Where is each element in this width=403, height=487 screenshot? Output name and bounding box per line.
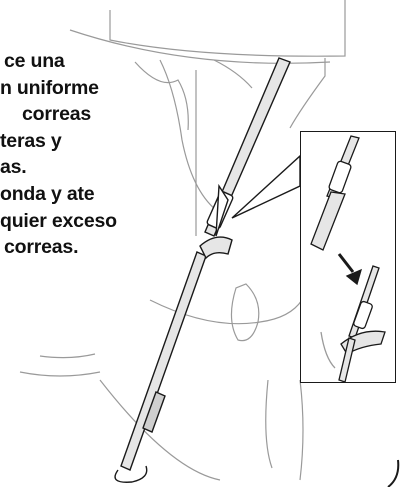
detail-buckle-lower xyxy=(353,300,373,330)
page-edge-curve xyxy=(387,459,400,487)
instruction-line: teras y xyxy=(0,129,62,152)
body-lower-right xyxy=(265,379,273,469)
buckle-lever xyxy=(215,183,229,237)
excess-strap-loop xyxy=(199,236,233,260)
body-side-right xyxy=(289,58,326,129)
instruction-line: correas. xyxy=(4,236,79,259)
main-strap xyxy=(114,57,291,483)
strap-lower-band xyxy=(142,391,166,433)
hatch-curve xyxy=(159,59,217,211)
instruction-line: as. xyxy=(0,156,27,179)
detail-arrow-head xyxy=(345,268,363,286)
bumper-left xyxy=(19,371,101,377)
instruction-text: ce una n uniforme correas teras y as. on… xyxy=(0,48,117,261)
wheel-arch-right xyxy=(230,283,260,342)
detail-loose-strap xyxy=(310,191,346,251)
tail-light-outline xyxy=(213,59,253,89)
instruction-line: quier exceso xyxy=(0,209,117,232)
body-lower-right-2 xyxy=(299,379,304,481)
detail-body-curve xyxy=(320,331,336,369)
instruction-line: ce una xyxy=(4,50,65,72)
detail-arrow-shaft xyxy=(337,253,355,273)
instruction-line: n uniforme xyxy=(0,76,99,99)
detail-strap-bottom xyxy=(338,337,356,383)
strap-upper xyxy=(204,57,291,237)
buckle-detail-drawing xyxy=(310,135,386,383)
strap-lower xyxy=(120,251,207,471)
roof-edge xyxy=(109,0,346,57)
detail-buckle-upper xyxy=(328,160,352,194)
trunk-floor-line xyxy=(39,353,96,359)
trunk-lid-top xyxy=(69,29,331,64)
instruction-line: correas xyxy=(22,103,92,126)
bumper-lower xyxy=(99,379,221,481)
instruction-line: onda y ate xyxy=(0,182,95,205)
bottom-hook xyxy=(114,465,148,483)
rear-window-left xyxy=(134,61,189,131)
buckle-detail-inset xyxy=(300,131,396,383)
